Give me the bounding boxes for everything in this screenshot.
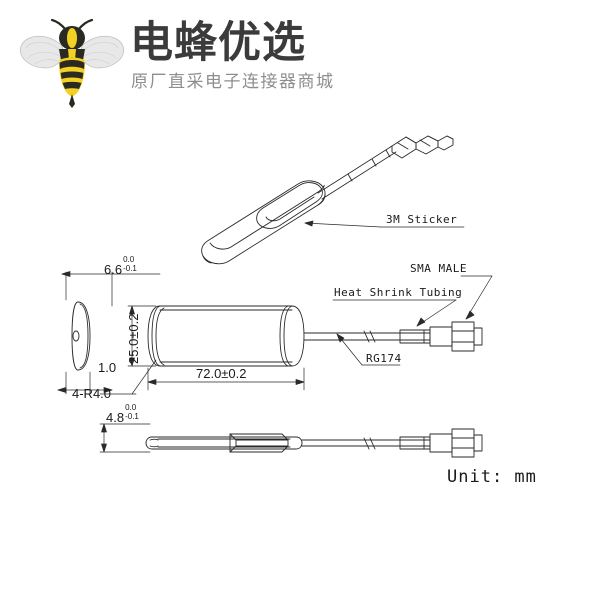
dimension-lines — [57, 271, 305, 453]
dimension-radius-note: 4-R4.0 — [72, 386, 112, 401]
callout-leaders — [304, 220, 493, 366]
unit-note: Unit: mm — [447, 467, 537, 487]
dimension-depth-4p8-value: 4.8 — [106, 410, 125, 425]
dimension-thickness-1p0: 1.0 — [98, 360, 117, 375]
callout-3m-sticker: 3M Sticker — [386, 213, 458, 226]
dimension-depth-4p8-tol-lower: -0.1 — [125, 412, 139, 421]
dimension-width-6p6-tol-lower: -0.1 — [123, 264, 137, 273]
brand-logo: 电蜂优选 原厂直采电子连接器商城 — [18, 14, 338, 114]
logo-text-group: 电蜂优选 原厂直采电子连接器商城 — [128, 14, 338, 114]
callout-sma-male: SMA MALE — [410, 262, 467, 275]
dimension-width-6p6-tol-upper: 0.0 — [123, 255, 135, 264]
dimension-depth-4p8-tol-upper: 0.0 — [125, 403, 137, 412]
front-view — [71, 301, 483, 371]
bee-icon — [19, 18, 125, 108]
dimension-length-72: 72.0±0.2 — [196, 366, 247, 381]
callout-rg174: RG174 — [366, 352, 402, 365]
top-view — [145, 428, 483, 458]
brand-name: 电蜂优选 — [130, 18, 306, 68]
isometric-view — [201, 135, 454, 265]
dimension-width-6p6-value: 6.6 — [104, 262, 123, 277]
brand-tagline: 原厂直采电子连接器商城 — [131, 72, 335, 92]
dimension-height-25: 25.0±0.2 — [126, 313, 141, 364]
callout-heat-shrink-tubing: Heat Shrink Tubing — [334, 286, 463, 299]
